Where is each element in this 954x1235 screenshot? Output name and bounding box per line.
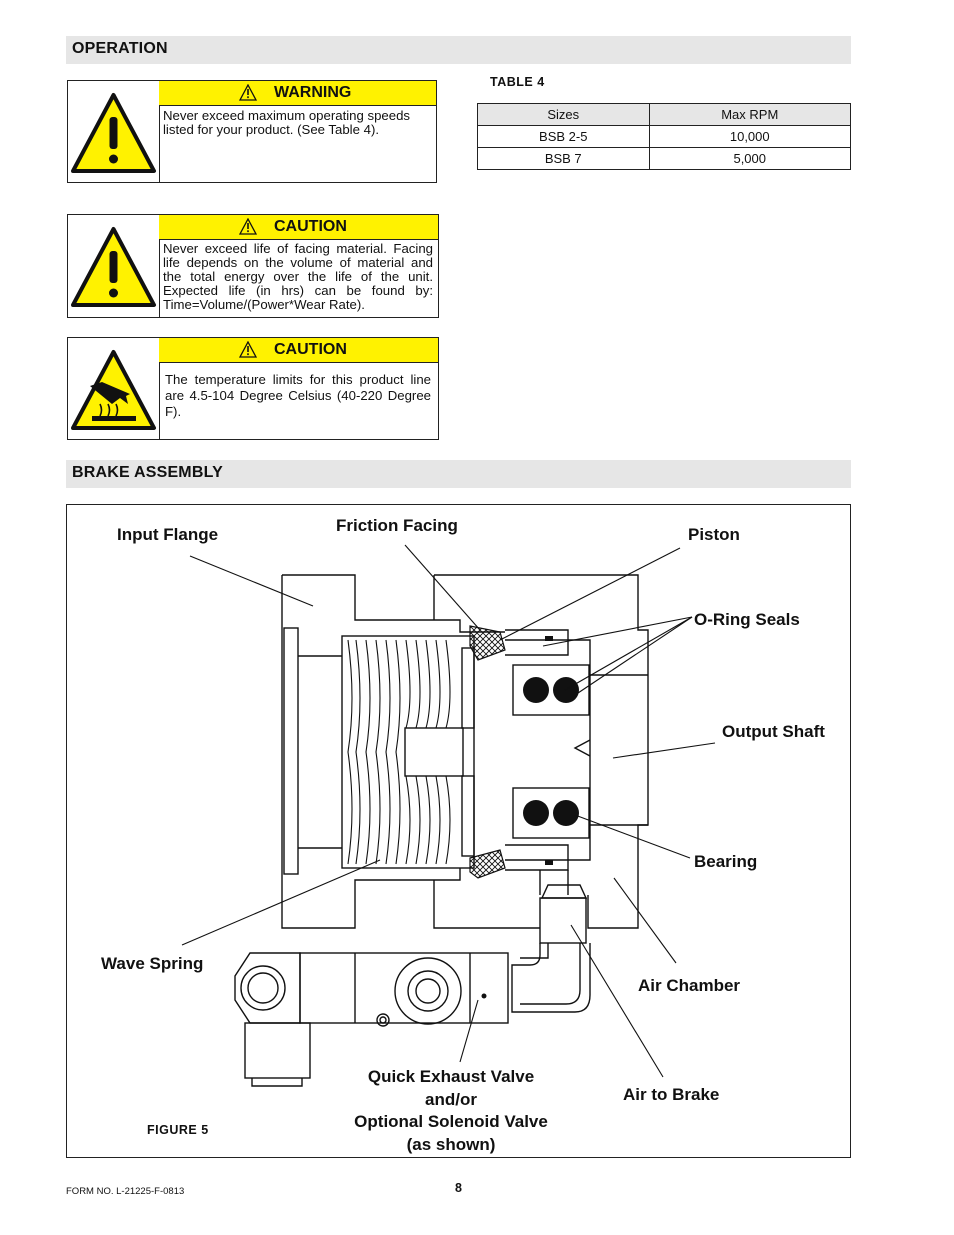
hot-surface-icon <box>71 350 156 430</box>
operation-section-header: OPERATION <box>66 36 851 64</box>
leader-air-chamber <box>613 877 677 964</box>
leader-bearing <box>574 814 691 859</box>
friction-facing-upper <box>469 625 506 661</box>
label-line: Optional Solenoid Valve <box>354 1112 548 1131</box>
label-air-chamber: Air Chamber <box>638 976 741 995</box>
caution-label: CAUTION <box>274 218 347 235</box>
leader-wave-spring <box>181 859 381 946</box>
caution-facing-text: Never exceed life of facing material. Fa… <box>163 241 433 312</box>
operation-title: OPERATION <box>72 40 168 57</box>
caution-label: CAUTION <box>274 341 347 358</box>
solenoid-coil <box>244 1022 311 1079</box>
alert-small-icon <box>239 341 257 358</box>
page-number: 8 <box>455 1181 462 1195</box>
hex-port-left <box>234 952 301 1024</box>
alert-small-icon <box>239 218 257 235</box>
caution-facing-notice: CAUTION Never exceed life of facing mate… <box>67 214 439 318</box>
output-shaft <box>505 639 591 861</box>
warning-triangle-icon <box>71 93 156 173</box>
brake-assembly-title: BRAKE ASSEMBLY <box>72 464 223 481</box>
label-wave-spring: Wave Spring <box>101 954 204 973</box>
output-housing <box>433 574 649 929</box>
hot-surface-icon-cell <box>68 338 160 439</box>
label-quick-exhaust-valve: Quick Exhaust Valve and/or Optional Sole… <box>340 1066 562 1156</box>
leader-o-ring-3 <box>577 616 693 694</box>
leader-o-ring-2 <box>564 616 693 691</box>
table-header-row: Sizes Max RPM <box>477 103 851 126</box>
air-fitting <box>540 884 588 899</box>
figure-caption: FIGURE 5 <box>147 1123 209 1137</box>
warning-triangle-icon <box>71 227 156 307</box>
bearing-lower <box>512 787 590 839</box>
table-cell: BSB 2-5 <box>477 125 650 148</box>
leader-input-flange <box>189 555 314 607</box>
leader-air-to-brake <box>570 924 664 1078</box>
leader-quick-exhaust <box>459 999 479 1063</box>
elbow-fitting <box>511 943 591 1013</box>
caution-temperature-text: The temperature limits for this product … <box>165 372 431 419</box>
warning-header: WARNING <box>159 81 436 106</box>
caution-header: CAUTION <box>159 338 438 363</box>
label-bearing: Bearing <box>694 852 758 871</box>
leader-piston <box>499 547 681 641</box>
max-rpm-table: Sizes Max RPM BSB 2-5 10,000 BSB 7 5,000 <box>477 103 851 170</box>
leader-o-ring-1 <box>542 616 693 647</box>
label-input-flange: Input Flange <box>117 525 219 544</box>
table-header-cell: Sizes <box>477 103 650 126</box>
brake-assembly-section-header: BRAKE ASSEMBLY <box>66 460 851 488</box>
table-cell: BSB 7 <box>477 147 650 170</box>
hub <box>404 727 464 777</box>
table-cell: 5,000 <box>648 147 851 170</box>
label-line: and/or <box>425 1089 477 1109</box>
bearing-upper <box>512 664 590 716</box>
piston <box>505 629 569 871</box>
wave-spring-pack <box>341 635 475 869</box>
warning-label: WARNING <box>274 84 352 101</box>
warning-icon-cell <box>68 81 160 182</box>
caution-icon-cell <box>68 215 160 317</box>
table-caption: TABLE 4 <box>490 75 545 89</box>
warning-notice: WARNING Never exceed maximum operating s… <box>67 80 437 183</box>
warning-text: Never exceed maximum operating speeds li… <box>163 108 411 137</box>
label-air-to-brake: Air to Brake <box>623 1085 720 1104</box>
leader-friction-facing <box>404 544 481 631</box>
label-output-shaft: Output Shaft <box>722 722 825 741</box>
friction-facing-lower <box>469 849 506 879</box>
label-line: Quick Exhaust Valve <box>367 1067 535 1086</box>
label-piston: Piston <box>688 525 740 544</box>
form-number: FORM NO. L-21225-F-0813 <box>66 1186 185 1197</box>
label-o-ring-seals: O-Ring Seals <box>694 610 800 629</box>
alert-small-icon <box>239 84 257 101</box>
leader-output-shaft <box>612 742 716 759</box>
input-flange-face <box>283 627 299 875</box>
label-friction-facing: Friction Facing <box>336 516 458 535</box>
solenoid-valve-body <box>299 952 509 1024</box>
input-flange-body <box>281 574 505 929</box>
caution-header: CAUTION <box>159 215 438 240</box>
table-row: BSB 7 5,000 <box>477 147 851 170</box>
table-header-cell: Max RPM <box>648 103 851 126</box>
figure-frame <box>66 504 851 1158</box>
caution-temperature-notice: CAUTION The temperature limits for this … <box>67 337 439 440</box>
label-line: (as shown) <box>406 1134 496 1154</box>
